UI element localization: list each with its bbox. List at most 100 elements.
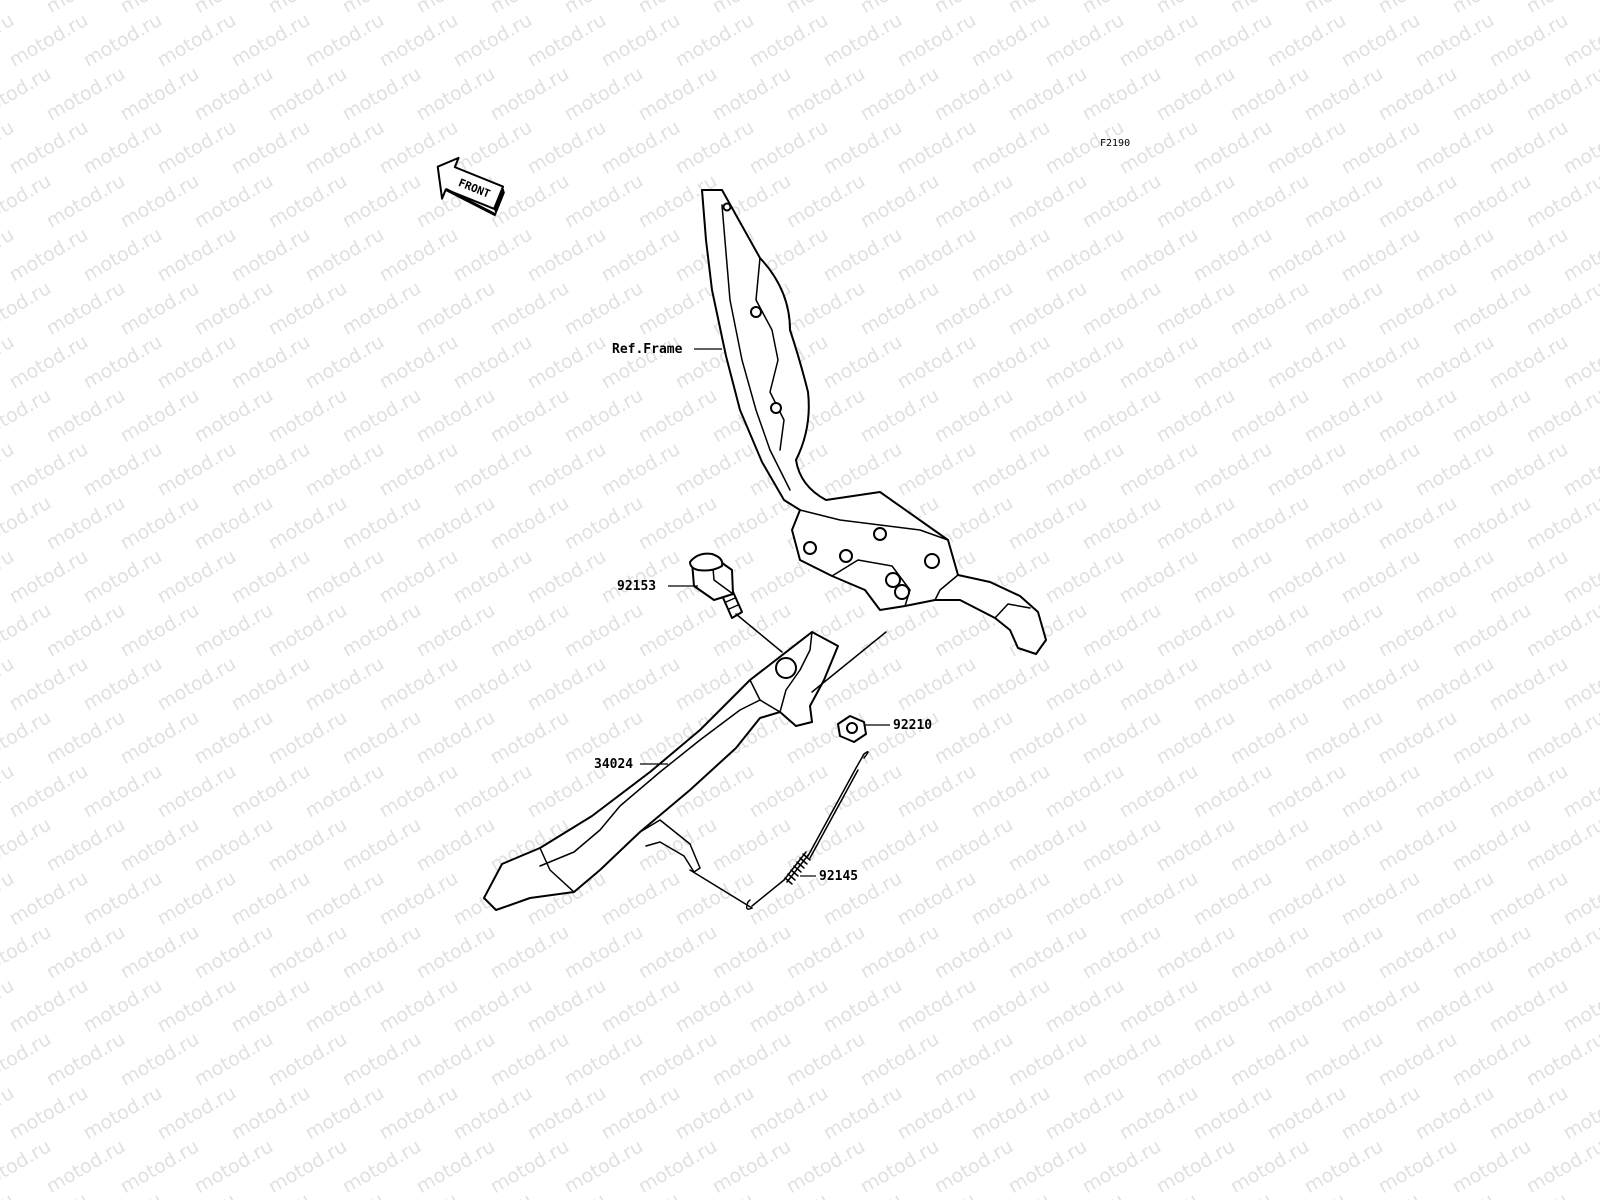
watermark-text: motod.ru — [1116, 545, 1202, 608]
watermark-text: motod.ru — [6, 653, 92, 716]
watermark-text: motod.ru — [1412, 653, 1498, 716]
watermark-text: motod.ru — [487, 706, 573, 769]
watermark-text: motod.ru — [598, 438, 684, 501]
watermark-text: motod.ru — [894, 116, 980, 179]
watermark-text: motod.ru — [709, 0, 795, 18]
watermark-text: motod.ru — [1449, 0, 1535, 18]
watermark-text: motod.ru — [1153, 170, 1239, 233]
watermark-text: motod.ru — [1412, 1082, 1498, 1145]
watermark-text: motod.ru — [1449, 492, 1535, 555]
watermark-text: motod.ru — [43, 706, 129, 769]
watermark-text: motod.ru — [1412, 760, 1498, 823]
watermark-text: motod.ru — [1227, 706, 1313, 769]
watermark-text: motod.ru — [561, 599, 647, 662]
watermark-text: motod.ru — [43, 921, 129, 984]
watermark-text: motod.ru — [0, 63, 55, 126]
watermark-text: motod.ru — [413, 921, 499, 984]
watermark-text: motod.ru — [1449, 384, 1535, 447]
watermark-text: motod.ru — [450, 331, 536, 394]
watermark-text: motod.ru — [1190, 331, 1276, 394]
watermark-text: motod.ru — [1079, 277, 1165, 340]
watermark-text: motod.ru — [931, 1135, 1017, 1198]
watermark-text: motod.ru — [635, 492, 721, 555]
watermark-text: motod.ru — [783, 921, 869, 984]
watermark-text: motod.ru — [117, 492, 203, 555]
watermark-text: motod.ru — [635, 0, 721, 18]
watermark-text: motod.ru — [1005, 1135, 1091, 1198]
watermark-text: motod.ru — [524, 653, 610, 716]
watermark-text: motod.ru — [302, 438, 388, 501]
watermark-text: motod.ru — [1227, 814, 1313, 877]
watermark-text: motod.ru — [820, 116, 906, 179]
watermark-text: motod.ru — [228, 116, 314, 179]
watermark-text: motod.ru — [1079, 63, 1165, 126]
watermark-text: motod.ru — [302, 224, 388, 287]
watermark-text: motod.ru — [117, 277, 203, 340]
watermark-text: motod.ru — [0, 599, 55, 662]
watermark-text: motod.ru — [1375, 170, 1461, 233]
watermark-text: motod.ru — [80, 438, 166, 501]
watermark-text: motod.ru — [228, 545, 314, 608]
watermark-text: motod.ru — [1005, 706, 1091, 769]
watermark-text: motod.ru — [598, 9, 684, 72]
bolt-axis-line — [735, 613, 783, 653]
watermark-text: motod.ru — [894, 760, 980, 823]
watermark-text: motod.ru — [1227, 599, 1313, 662]
watermark-text: motod.ru — [191, 921, 277, 984]
watermark-text: motod.ru — [635, 921, 721, 984]
nut-part — [837, 715, 867, 743]
watermark-text: motod.ru — [339, 814, 425, 877]
watermark-text: motod.ru — [43, 384, 129, 447]
watermark-text: motod.ru — [968, 974, 1054, 1037]
watermark-text: motod.ru — [339, 63, 425, 126]
watermark-text: motod.ru — [413, 492, 499, 555]
watermark-text: motod.ru — [0, 1135, 55, 1198]
watermark-text: motod.ru — [228, 9, 314, 72]
watermark-text: motod.ru — [1116, 653, 1202, 716]
watermark-text: motod.ru — [1153, 1028, 1239, 1091]
watermark-text: motod.ru — [709, 814, 795, 877]
watermark-text: motod.ru — [857, 599, 943, 662]
watermark-text: motod.ru — [635, 63, 721, 126]
watermark-text: motod.ru — [228, 760, 314, 823]
watermark-text: motod.ru — [1190, 1082, 1276, 1145]
watermark-text: motod.ru — [1079, 1135, 1165, 1198]
watermark-text: motod.ru — [968, 116, 1054, 179]
watermark-text: motod.ru — [1079, 814, 1165, 877]
spring-hook-line — [689, 869, 753, 909]
watermark-text: motod.ru — [561, 277, 647, 340]
front-arrow-icon: FRONT — [436, 156, 505, 217]
watermark-text: motod.ru — [709, 1135, 795, 1198]
watermark-text: motod.ru — [413, 1028, 499, 1091]
watermark-text: motod.ru — [1153, 277, 1239, 340]
watermark-text: motod.ru — [1523, 921, 1600, 984]
watermark-text: motod.ru — [80, 545, 166, 608]
watermark-text: motod.ru — [302, 9, 388, 72]
watermark-text: motod.ru — [6, 9, 92, 72]
watermark-text: motod.ru — [598, 1082, 684, 1145]
watermark-text: motod.ru — [1375, 706, 1461, 769]
watermark-text: motod.ru — [43, 814, 129, 877]
watermark-text: motod.ru — [265, 0, 351, 18]
watermark-text: motod.ru — [43, 63, 129, 126]
watermark-text: motod.ru — [1116, 9, 1202, 72]
watermark-text: motod.ru — [265, 1135, 351, 1198]
watermark-text: motod.ru — [1486, 760, 1572, 823]
watermark-text: motod.ru — [783, 63, 869, 126]
watermark-text: motod.ru — [672, 116, 758, 179]
watermark-text: motod.ru — [1005, 384, 1091, 447]
watermark-text: motod.ru — [1042, 224, 1128, 287]
watermark-text: motod.ru — [1190, 116, 1276, 179]
watermark-text: motod.ru — [1449, 1028, 1535, 1091]
watermark-text: motod.ru — [6, 974, 92, 1037]
watermark-text: motod.ru — [968, 653, 1054, 716]
watermark-text: motod.ru — [1190, 9, 1276, 72]
watermark-text: motod.ru — [1449, 814, 1535, 877]
watermark-text: motod.ru — [376, 760, 462, 823]
watermark-text: motod.ru — [6, 438, 92, 501]
watermark-text: motod.ru — [191, 0, 277, 18]
watermark-text: motod.ru — [635, 277, 721, 340]
watermark-text: motod.ru — [672, 1082, 758, 1145]
watermark-text: motod.ru — [1375, 384, 1461, 447]
